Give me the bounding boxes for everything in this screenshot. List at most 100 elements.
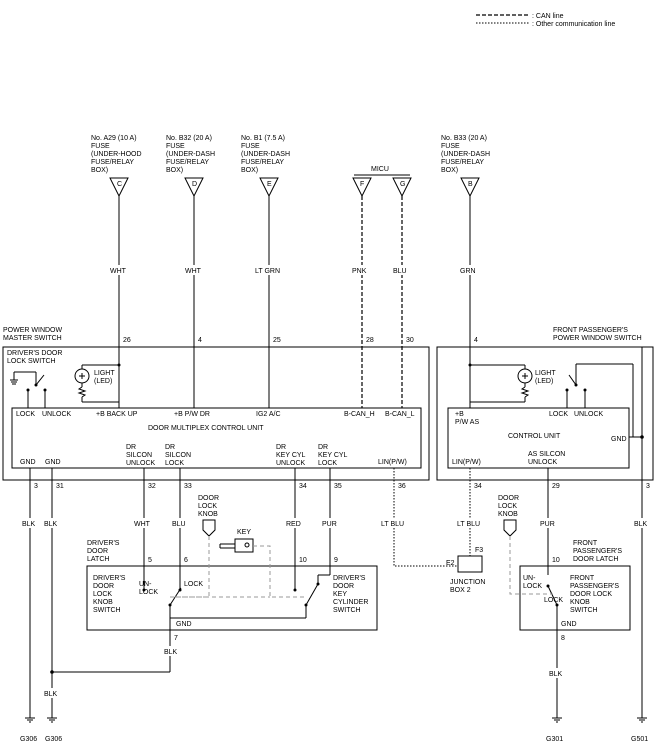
svg-text:34: 34 xyxy=(474,483,482,490)
wire-g-color: BLU xyxy=(393,268,407,275)
pin-b-4: 4 xyxy=(474,337,478,344)
master-bottom-wires: 3 31 32 33 34 35 36 BLK BLK WHT BLU RED … xyxy=(20,468,458,718)
ground-label-g501: G501 xyxy=(631,736,648,743)
svg-text:3: 3 xyxy=(34,483,38,490)
ground-label-g306-1: G306 xyxy=(20,736,37,743)
svg-text:35: 35 xyxy=(334,483,342,490)
svg-text:3: 3 xyxy=(646,483,650,490)
passenger-light-led-icon xyxy=(468,363,533,403)
master-lock-pin: LOCK xyxy=(16,411,35,418)
passenger-gnd-pin: GND xyxy=(611,436,627,443)
ground-wire-color: BLK xyxy=(44,691,58,698)
svg-text:10: 10 xyxy=(552,557,560,564)
passenger-grounds: G301 G501 xyxy=(546,712,648,743)
fuse-b32-label: No. B32 (20 A) FUSE (UNDER-DASH FUSE/REL… xyxy=(166,135,217,174)
pin-ig2-ac: IG2 A/C xyxy=(256,411,281,418)
master-switch-title: POWER WINDOW MASTER SWITCH xyxy=(3,327,64,342)
pin-28: 28 xyxy=(366,337,374,344)
driver-door-latch: DRIVER'S DOOR LATCH 5 6 10 9 DRIVER'S DO… xyxy=(50,536,378,674)
passenger-knob-icon xyxy=(503,519,517,537)
passenger-switch-label: FRONT PASSENGER'S DOOR LOCK KNOB SWITCH xyxy=(570,575,621,614)
door-multiplex-control-unit xyxy=(11,407,422,469)
driver-door-lock-knob: DOOR LOCK KNOB KEY xyxy=(198,495,254,553)
micu-label: MICU xyxy=(371,166,389,173)
power-window-master-switch: POWER WINDOW MASTER SWITCH DRIVER'S DOOR… xyxy=(2,327,430,481)
svg-text:32: 32 xyxy=(148,483,156,490)
wire-33-color: BLU xyxy=(172,521,186,528)
passenger-light-label: LIGHT (LED) xyxy=(535,370,557,385)
wire-b-color: GRN xyxy=(460,268,476,275)
wire-gnd31-color: BLK xyxy=(44,521,58,528)
light-led-icon xyxy=(74,363,121,403)
driver-latch-title: DRIVER'S DOOR LATCH xyxy=(87,540,121,563)
dr-silcon-unlock-pin: DR SILCON UNLOCK xyxy=(126,444,156,467)
wire-f-color: PNK xyxy=(352,268,367,275)
driver-cyl-switch-symbol xyxy=(170,545,330,618)
svg-text:33: 33 xyxy=(184,483,192,490)
gnd-pin-1: GND xyxy=(20,459,36,466)
passenger-unit-label: CONTROL UNIT xyxy=(508,433,561,440)
passenger-lock-contact: LOCK xyxy=(544,597,563,604)
svg-text:G: G xyxy=(400,181,405,188)
pin-30: 30 xyxy=(406,337,414,344)
svg-text:B: B xyxy=(468,181,473,188)
ground-g501-icon xyxy=(637,717,647,723)
dr-silcon-lock-pin: DR SILCON LOCK xyxy=(165,444,193,467)
passenger-unlock-pin: UNLOCK xyxy=(574,411,604,418)
svg-text:5: 5 xyxy=(148,557,152,564)
pin-b-can-h: B-CAN_H xyxy=(344,411,375,418)
passenger-switch-symbol xyxy=(509,536,559,712)
svg-text:8: 8 xyxy=(561,635,565,642)
feed-wires: WHT WHT LT GRN PNK BLU GRN 26 4 25 28 30… xyxy=(104,196,482,408)
pin-b-pw-dr: +B P/W DR xyxy=(174,411,210,418)
driver-latch-gnd: GND xyxy=(176,621,192,628)
ground-g306-icon-1 xyxy=(25,717,35,723)
passenger-control-unit xyxy=(447,407,630,469)
terminals: C D E F G B xyxy=(109,177,480,198)
control-unit-label: DOOR MULTIPLEX CONTROL UNIT xyxy=(148,425,264,432)
pin-b-can-l: B-CAN_L xyxy=(385,411,415,418)
svg-text:29: 29 xyxy=(552,483,560,490)
wire-34-color: RED xyxy=(286,521,301,528)
ground-g301-icon xyxy=(552,717,562,723)
driver-latch-outline xyxy=(86,565,378,631)
passenger-unlock-contact: UN- LOCK xyxy=(523,575,542,590)
passenger-lin-pin: LIN(P/W) xyxy=(452,459,481,466)
wire-p29-color: PUR xyxy=(540,521,555,528)
driver-knob-switch-label: DRIVER'S DOOR LOCK KNOB SWITCH xyxy=(93,575,127,614)
fuse-b1-label: No. B1 (7.5 A) FUSE (UNDER-DASH FUSE/REL… xyxy=(241,135,292,174)
knob-icon xyxy=(202,519,216,537)
passenger-latch-gnd: GND xyxy=(561,621,577,628)
passenger-door-lock-knob: DOOR LOCK KNOB xyxy=(498,495,519,537)
as-silcon-unlock-pin: AS SILCON UNLOCK xyxy=(528,451,567,466)
ground-label-g301: G301 xyxy=(546,736,563,743)
terminal-d xyxy=(184,177,204,198)
terminal-b xyxy=(460,177,480,198)
pin-4: 4 xyxy=(198,337,202,344)
fuse-b33-label: No. B33 (20 A) FUSE (UNDER-DASH FUSE/REL… xyxy=(441,135,492,174)
wire-32-color: WHT xyxy=(134,521,151,528)
terminal-g xyxy=(392,177,412,198)
svg-text:10: 10 xyxy=(299,557,307,564)
junction-f3: F3 xyxy=(475,547,483,554)
wire-p3-color: BLK xyxy=(634,521,648,528)
master-switch-outline xyxy=(2,346,430,481)
terminal-c xyxy=(109,177,129,198)
door-lock-switch-label: DRIVER'S DOOR LOCK SWITCH xyxy=(7,350,64,365)
svg-text:9: 9 xyxy=(334,557,338,564)
junction-box-outline xyxy=(457,555,483,573)
ground-g306-icon-2 xyxy=(47,717,57,723)
driver-cyl-switch-label: DRIVER'S DOOR KEY CYLINDER SWITCH xyxy=(333,575,370,614)
pin-26: 26 xyxy=(123,337,131,344)
terminal-e xyxy=(259,177,279,198)
svg-text:D: D xyxy=(192,181,197,188)
dr-keycyl-unlock-pin: DR KEY CYL UNLOCK xyxy=(276,444,307,467)
legend-other-label: : Other communication line xyxy=(532,21,615,28)
door-lock-switch-symbol xyxy=(10,371,47,408)
wire-d-color: WHT xyxy=(185,268,202,275)
wire-p34-color: LT BLU xyxy=(457,521,480,528)
ground-label-g306-2: G306 xyxy=(45,736,62,743)
passenger-lock-pin: LOCK xyxy=(549,411,568,418)
passenger-bottom-wires: 34 29 3 LT BLU PUR BLK xyxy=(455,468,652,718)
